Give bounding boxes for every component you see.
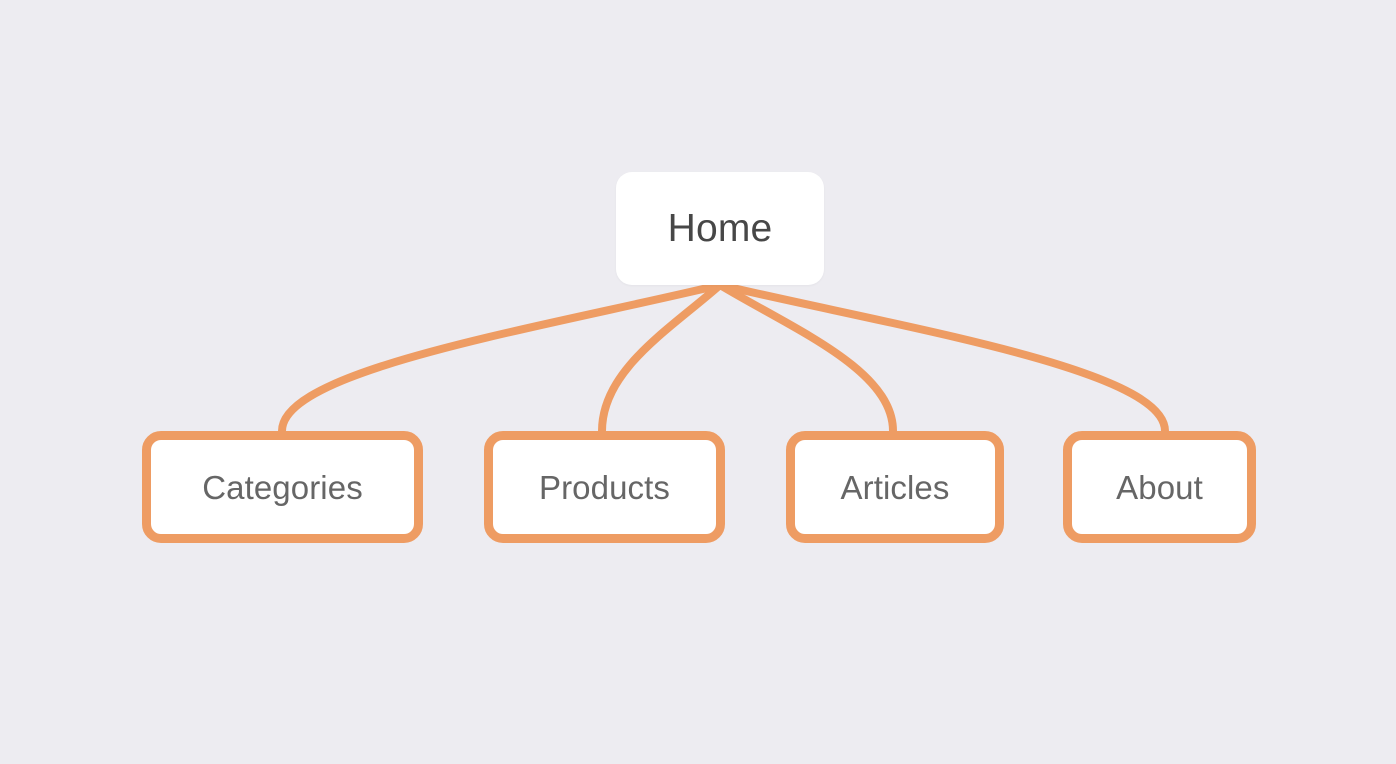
edge-home-categories [278,281,724,435]
node-home-label: Home [667,207,773,250]
node-categories-label: Categories [202,468,363,506]
edge-home-articles [716,281,897,435]
edge-home-about [716,281,1169,435]
node-products[interactable]: Products [484,431,725,543]
edge-home-products [598,281,724,435]
node-about-label: About [1116,468,1203,506]
node-articles[interactable]: Articles [786,431,1004,543]
node-categories[interactable]: Categories [142,431,423,543]
node-products-label: Products [538,468,671,506]
node-about[interactable]: About [1063,431,1256,543]
node-home[interactable]: Home [616,172,824,285]
node-articles-label: Articles [840,468,950,506]
